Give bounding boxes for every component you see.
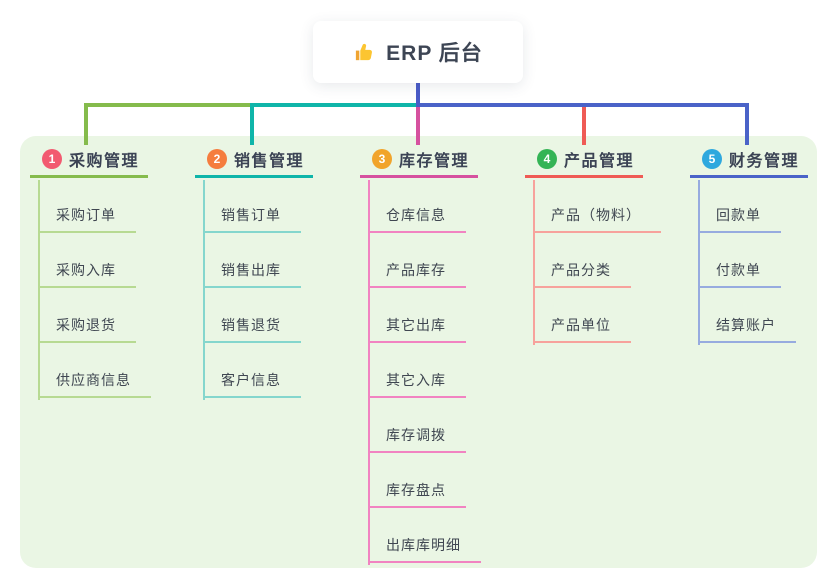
- branch-underline: [195, 175, 313, 178]
- child-node[interactable]: 产品库存: [368, 233, 520, 288]
- children-connector-line: [203, 180, 205, 400]
- child-node[interactable]: 产品分类: [533, 233, 685, 288]
- canvas-panel: [20, 136, 817, 568]
- branch-sales: 2 销售管理 销售订单 销售出库 销售退货 客户信息: [195, 147, 355, 400]
- branch-number-badge: 4: [537, 149, 557, 169]
- branch-children: 产品（物料） 产品分类 产品单位: [525, 178, 685, 345]
- branch-label: 销售管理: [234, 153, 305, 170]
- branch-label: 库存管理: [399, 153, 470, 170]
- child-node[interactable]: 付款单: [698, 233, 839, 288]
- branch-finance: 5 财务管理 回款单 付款单 结算账户: [690, 147, 839, 345]
- branch-number-badge: 2: [207, 149, 227, 169]
- child-node[interactable]: 其它出库: [368, 288, 520, 343]
- thumbs-up-icon: [353, 41, 376, 64]
- branch-underline: [30, 175, 148, 178]
- branch-header[interactable]: 4 产品管理: [537, 147, 685, 171]
- children-connector-line: [368, 180, 370, 565]
- child-node[interactable]: 出库库明细: [368, 508, 520, 563]
- branch-label: 财务管理: [729, 153, 800, 170]
- branch-underline: [525, 175, 643, 178]
- branch-header[interactable]: 2 销售管理: [207, 147, 355, 171]
- child-node[interactable]: 采购入库: [38, 233, 190, 288]
- child-node[interactable]: 客户信息: [203, 343, 355, 398]
- branch-children: 采购订单 采购入库 采购退货 供应商信息: [30, 178, 190, 400]
- branch-product: 4 产品管理 产品（物料） 产品分类 产品单位: [525, 147, 685, 345]
- branch-label: 产品管理: [564, 153, 635, 170]
- child-node[interactable]: 回款单: [698, 178, 839, 233]
- child-node[interactable]: 采购订单: [38, 178, 190, 233]
- branch-header[interactable]: 3 库存管理: [372, 147, 520, 171]
- branch-underline: [690, 175, 808, 178]
- branch-header[interactable]: 1 采购管理: [42, 147, 190, 171]
- children-connector-line: [698, 180, 700, 345]
- branch-inventory: 3 库存管理 仓库信息 产品库存 其它出库 其它入库 库存调拨 库存盘点 出库库…: [360, 147, 520, 565]
- child-node[interactable]: 产品单位: [533, 288, 685, 343]
- child-node[interactable]: 结算账户: [698, 288, 839, 343]
- child-node[interactable]: 产品（物料）: [533, 178, 685, 233]
- branch-children: 回款单 付款单 结算账户: [690, 178, 839, 345]
- root-node[interactable]: ERP 后台: [313, 21, 523, 83]
- child-node[interactable]: 库存盘点: [368, 453, 520, 508]
- child-node[interactable]: 仓库信息: [368, 178, 520, 233]
- branch-children: 销售订单 销售出库 销售退货 客户信息: [195, 178, 355, 400]
- child-node[interactable]: 库存调拨: [368, 398, 520, 453]
- child-node[interactable]: 销售订单: [203, 178, 355, 233]
- children-connector-line: [533, 180, 535, 345]
- branch-purchase: 1 采购管理 采购订单 采购入库 采购退货 供应商信息: [30, 147, 190, 400]
- branch-number-badge: 5: [702, 149, 722, 169]
- branch-underline: [360, 175, 478, 178]
- branch-header[interactable]: 5 财务管理: [702, 147, 839, 171]
- root-title: ERP 后台: [386, 42, 483, 65]
- branch-number-badge: 1: [42, 149, 62, 169]
- branch-children: 仓库信息 产品库存 其它出库 其它入库 库存调拨 库存盘点 出库库明细: [360, 178, 520, 565]
- branch-label: 采购管理: [69, 153, 140, 170]
- children-connector-line: [38, 180, 40, 400]
- child-node[interactable]: 采购退货: [38, 288, 190, 343]
- child-node[interactable]: 供应商信息: [38, 343, 190, 398]
- child-node[interactable]: 销售出库: [203, 233, 355, 288]
- child-node[interactable]: 销售退货: [203, 288, 355, 343]
- child-node[interactable]: 其它入库: [368, 343, 520, 398]
- branch-number-badge: 3: [372, 149, 392, 169]
